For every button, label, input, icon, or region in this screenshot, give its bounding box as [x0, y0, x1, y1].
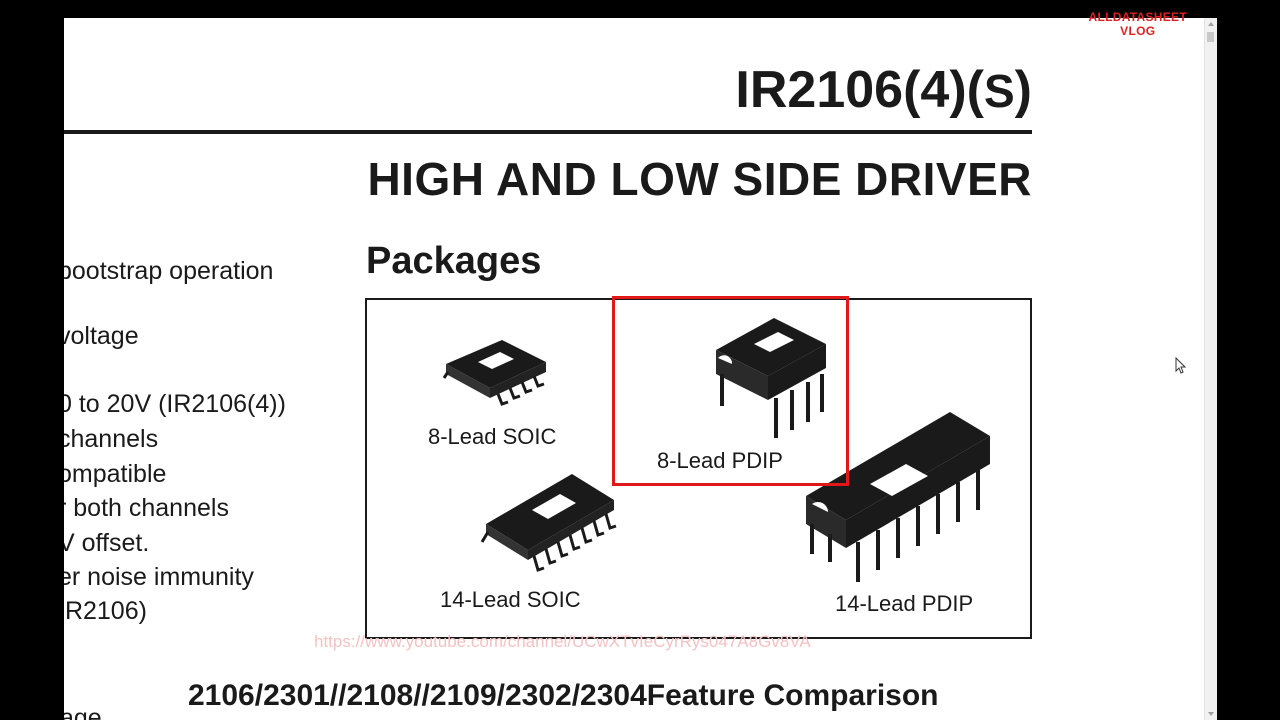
- part-number-suffix: S: [983, 65, 1015, 117]
- subtitle: HIGH AND LOW SIDE DRIVER: [367, 153, 1032, 205]
- packages-heading: Packages: [366, 240, 542, 282]
- feature-item: 0 to 20V (IR2106(4)): [64, 390, 286, 418]
- watermark-line-1: ALLDATASHEET: [1088, 10, 1187, 24]
- url-watermark: https://www.youtube.com/channel/UCwXTvIe…: [314, 632, 811, 651]
- part-number-main: IR2106(4)(: [735, 61, 984, 119]
- channel-watermark: ALLDATASHEET VLOG: [1089, 10, 1187, 38]
- chip-8-soic-icon: [442, 340, 546, 406]
- package-label-14-pdip: 14-Lead PDIP: [835, 591, 974, 616]
- feature-item: V offset.: [64, 529, 150, 557]
- feature-comparison-heading: 2106/2301//2108//2109/2302/2304Feature C…: [188, 679, 939, 712]
- scroll-up-arrow-icon[interactable]: [1208, 22, 1214, 26]
- datasheet-page: IR2106(4)(S) HIGH AND LOW SIDE DRIVER bo…: [64, 18, 1204, 720]
- highlight-box-8-pdip: [612, 296, 849, 486]
- feature-item: ompatible: [64, 460, 167, 488]
- feature-item: channels: [64, 425, 159, 453]
- part-number-close: ): [1014, 61, 1032, 119]
- title-rule: [64, 130, 1032, 134]
- feature-item: r both channels: [64, 494, 229, 522]
- chip-14-pdip-icon: [806, 412, 990, 582]
- packages-box: [365, 298, 1032, 639]
- chip-14-soic-icon: [480, 474, 617, 572]
- bottom-text-fragment: age: [64, 704, 102, 720]
- vertical-scrollbar[interactable]: [1204, 18, 1217, 720]
- part-number-title: IR2106(4)(S): [64, 60, 1032, 120]
- chip-8-pdip-icon: [716, 318, 826, 438]
- feature-item: IR2106): [64, 597, 147, 625]
- package-label-14-soic: 14-Lead SOIC: [440, 587, 581, 612]
- scroll-thumb[interactable]: [1207, 32, 1214, 42]
- feature-item: voltage: [64, 322, 139, 350]
- feature-item: er noise immunity: [64, 563, 254, 591]
- scroll-down-arrow-icon[interactable]: [1208, 712, 1214, 716]
- mouse-cursor-icon: [1175, 357, 1187, 374]
- package-label-8-soic: 8-Lead SOIC: [428, 424, 557, 449]
- watermark-line-2: VLOG: [1120, 24, 1156, 38]
- feature-item: bootstrap operation: [64, 257, 274, 285]
- package-label-8-pdip: 8-Lead PDIP: [657, 448, 783, 473]
